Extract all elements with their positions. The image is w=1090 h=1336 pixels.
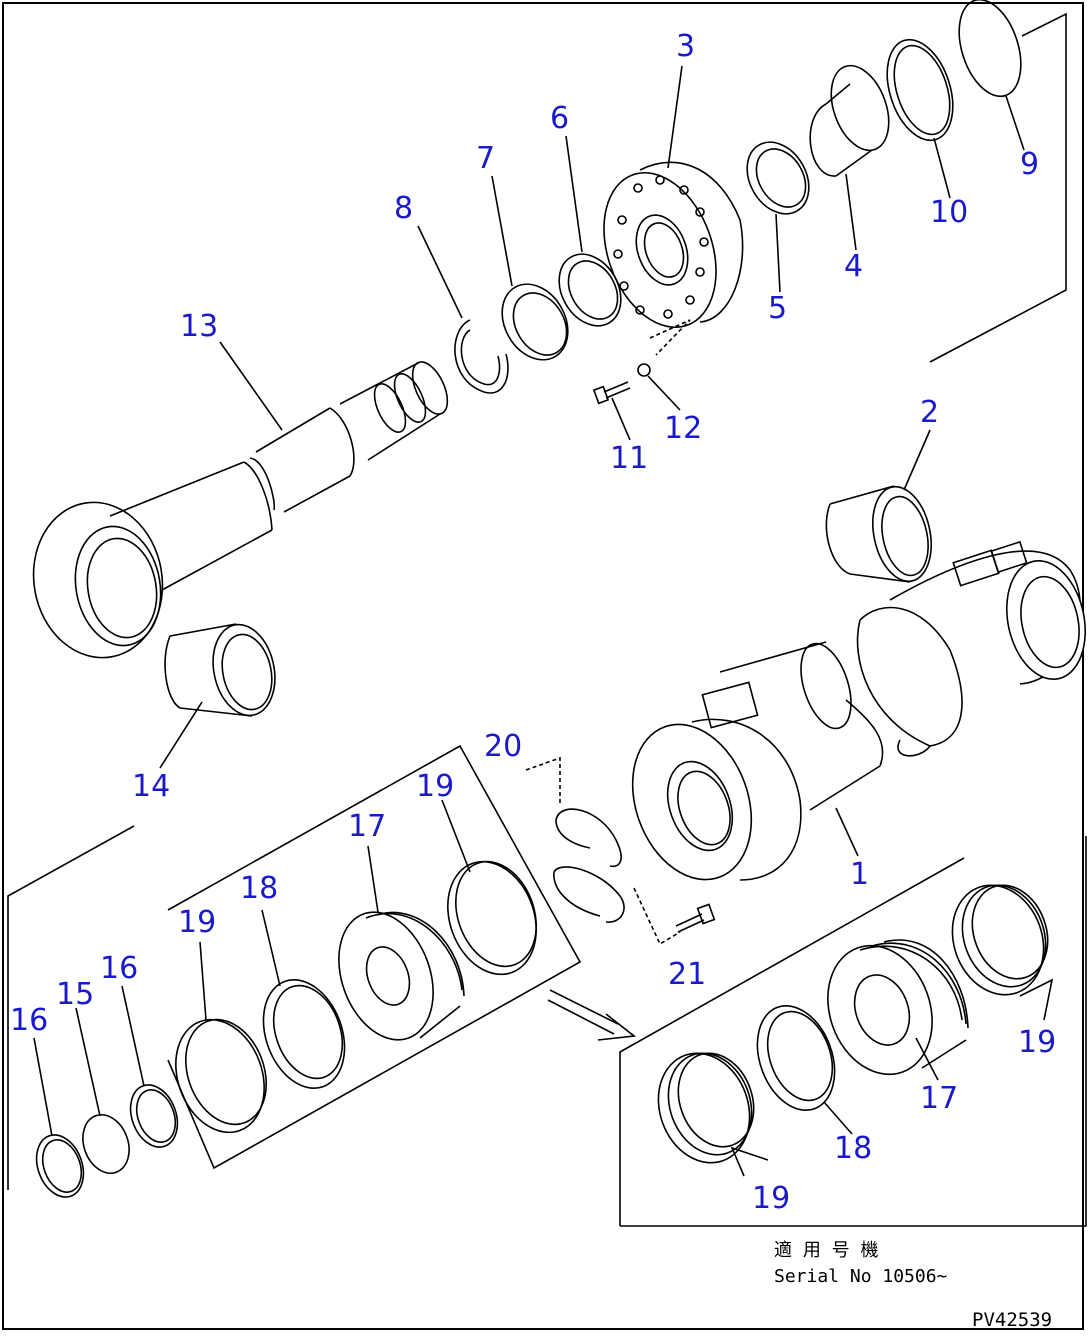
- part-14-bushing: [164, 623, 276, 717]
- label-part-11: 11: [610, 441, 648, 476]
- piston-kit-outline: [167, 744, 582, 1170]
- part-17-piston-right: [827, 939, 969, 1076]
- part-3-cylinder-head: [603, 161, 744, 329]
- label-part-16-b: 16: [100, 951, 138, 986]
- label-part-9: 9: [1020, 147, 1039, 182]
- label-part-15: 15: [56, 977, 94, 1012]
- label-part-1: 1: [850, 857, 869, 892]
- label-part-4: 4: [844, 249, 863, 284]
- part-10-ring: [886, 38, 954, 142]
- part-4-bushing: [809, 64, 890, 177]
- label-part-14: 14: [132, 769, 170, 804]
- label-part-7: 7: [476, 141, 495, 176]
- part-2-bushing: [825, 485, 932, 583]
- label-part-12: 12: [664, 411, 702, 446]
- drawing-id: PV42539: [972, 1309, 1052, 1331]
- label-part-19-c: 19: [1018, 1025, 1056, 1060]
- label-part-2: 2: [920, 395, 939, 430]
- part-1-cylinder-tube: [631, 540, 1087, 881]
- label-part-19-b: 19: [178, 905, 216, 940]
- part-15-ring: [82, 1114, 130, 1174]
- label-part-18-a: 18: [240, 871, 278, 906]
- label-part-17-a: 17: [348, 809, 386, 844]
- part-labels: 3 6 7 8 13 9 10 4 5 12 11 2 14 20 19 17 …: [10, 29, 1056, 1216]
- alternate-kit-outline: [620, 836, 1087, 1227]
- label-part-16-a: 16: [10, 1003, 48, 1038]
- label-part-5: 5: [768, 291, 787, 326]
- label-part-21: 21: [668, 957, 706, 992]
- label-part-18-b: 18: [834, 1131, 872, 1166]
- alternate-kit-bracket: [619, 857, 965, 1226]
- lower-left-bracket: [7, 825, 135, 1190]
- label-part-8: 8: [394, 191, 413, 226]
- label-part-19-d: 19: [752, 1181, 790, 1216]
- part-17-piston-left: [338, 911, 465, 1041]
- label-part-10: 10: [930, 195, 968, 230]
- bolt-dashed-guide: [649, 319, 691, 356]
- alternate-arrow-icon: [547, 989, 637, 1041]
- part-21-bolt: [633, 887, 716, 946]
- upper-group-outline: [929, 12, 1067, 363]
- serial-caption: Serial No 10506~: [774, 1266, 948, 1287]
- part-19-wear-ring-left: [175, 1018, 268, 1134]
- label-part-3: 3: [676, 29, 695, 64]
- part-6-ring: [558, 253, 622, 327]
- leader-lines: [33, 65, 1054, 1177]
- part-18-seal-left: [262, 978, 346, 1090]
- part-19-wear-ring-right-lower: [657, 1052, 755, 1164]
- part-16-ring-left: [35, 1134, 85, 1198]
- part-20-split-ring: [525, 756, 625, 923]
- part-9-ring: [958, 0, 1022, 98]
- part-19-wear-ring-left-upper: [447, 860, 538, 976]
- part-7-bushing: [501, 283, 569, 361]
- part-5-packing: [746, 141, 810, 215]
- label-part-20: 20: [484, 729, 522, 764]
- label-part-17-b: 17: [920, 1081, 958, 1116]
- part-13-piston-rod: [32, 361, 449, 659]
- part-18-seal-right: [756, 1004, 836, 1112]
- part-12-washer: [637, 363, 651, 377]
- label-part-19-a: 19: [416, 769, 454, 804]
- part-16-ring-right: [129, 1084, 179, 1148]
- label-part-6: 6: [550, 101, 569, 136]
- serial-caption-jp: 適 用 号 機: [774, 1240, 879, 1261]
- label-part-13: 13: [180, 309, 218, 344]
- part-8-snap-ring: [454, 319, 509, 394]
- part-19-wear-ring-right-upper: [951, 884, 1049, 996]
- part-11-bolt: [592, 381, 631, 405]
